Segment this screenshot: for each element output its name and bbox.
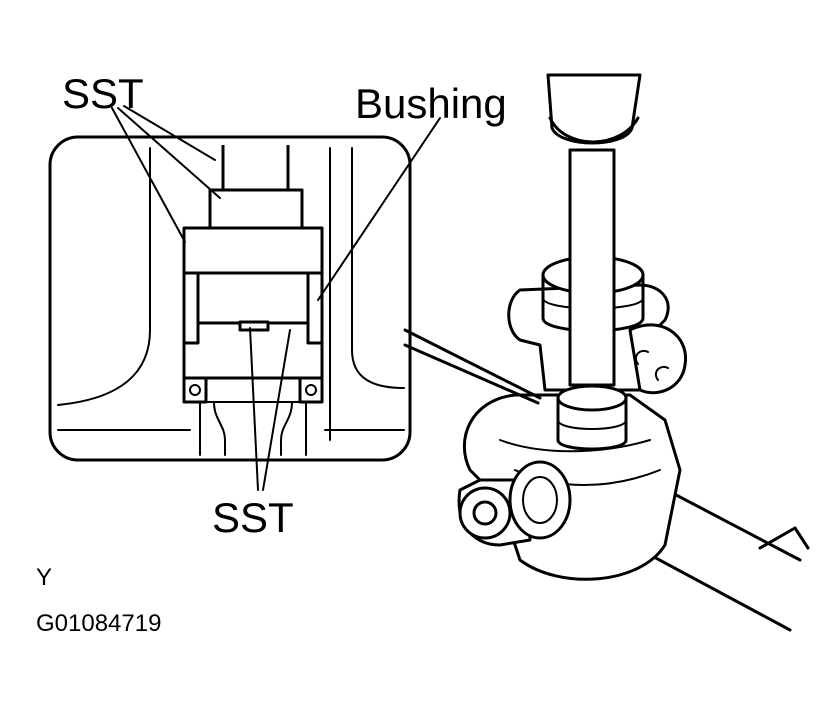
figure-id-label: G01084719 — [36, 610, 161, 637]
sst-bottom-label: SST — [212, 494, 294, 541]
sst-top-leader-lines — [111, 105, 221, 243]
sst-top-label: SST — [62, 70, 144, 117]
sst-bottom-leader-lines — [249, 327, 291, 491]
corner-code-label: Y — [36, 564, 52, 591]
magnifier-callout-lines — [403, 328, 542, 405]
rack-housing-illustration — [457, 73, 810, 632]
bushing-label: Bushing — [355, 80, 507, 127]
enlarged-detail-inset — [48, 135, 412, 462]
bushing-leader-line — [317, 117, 441, 301]
